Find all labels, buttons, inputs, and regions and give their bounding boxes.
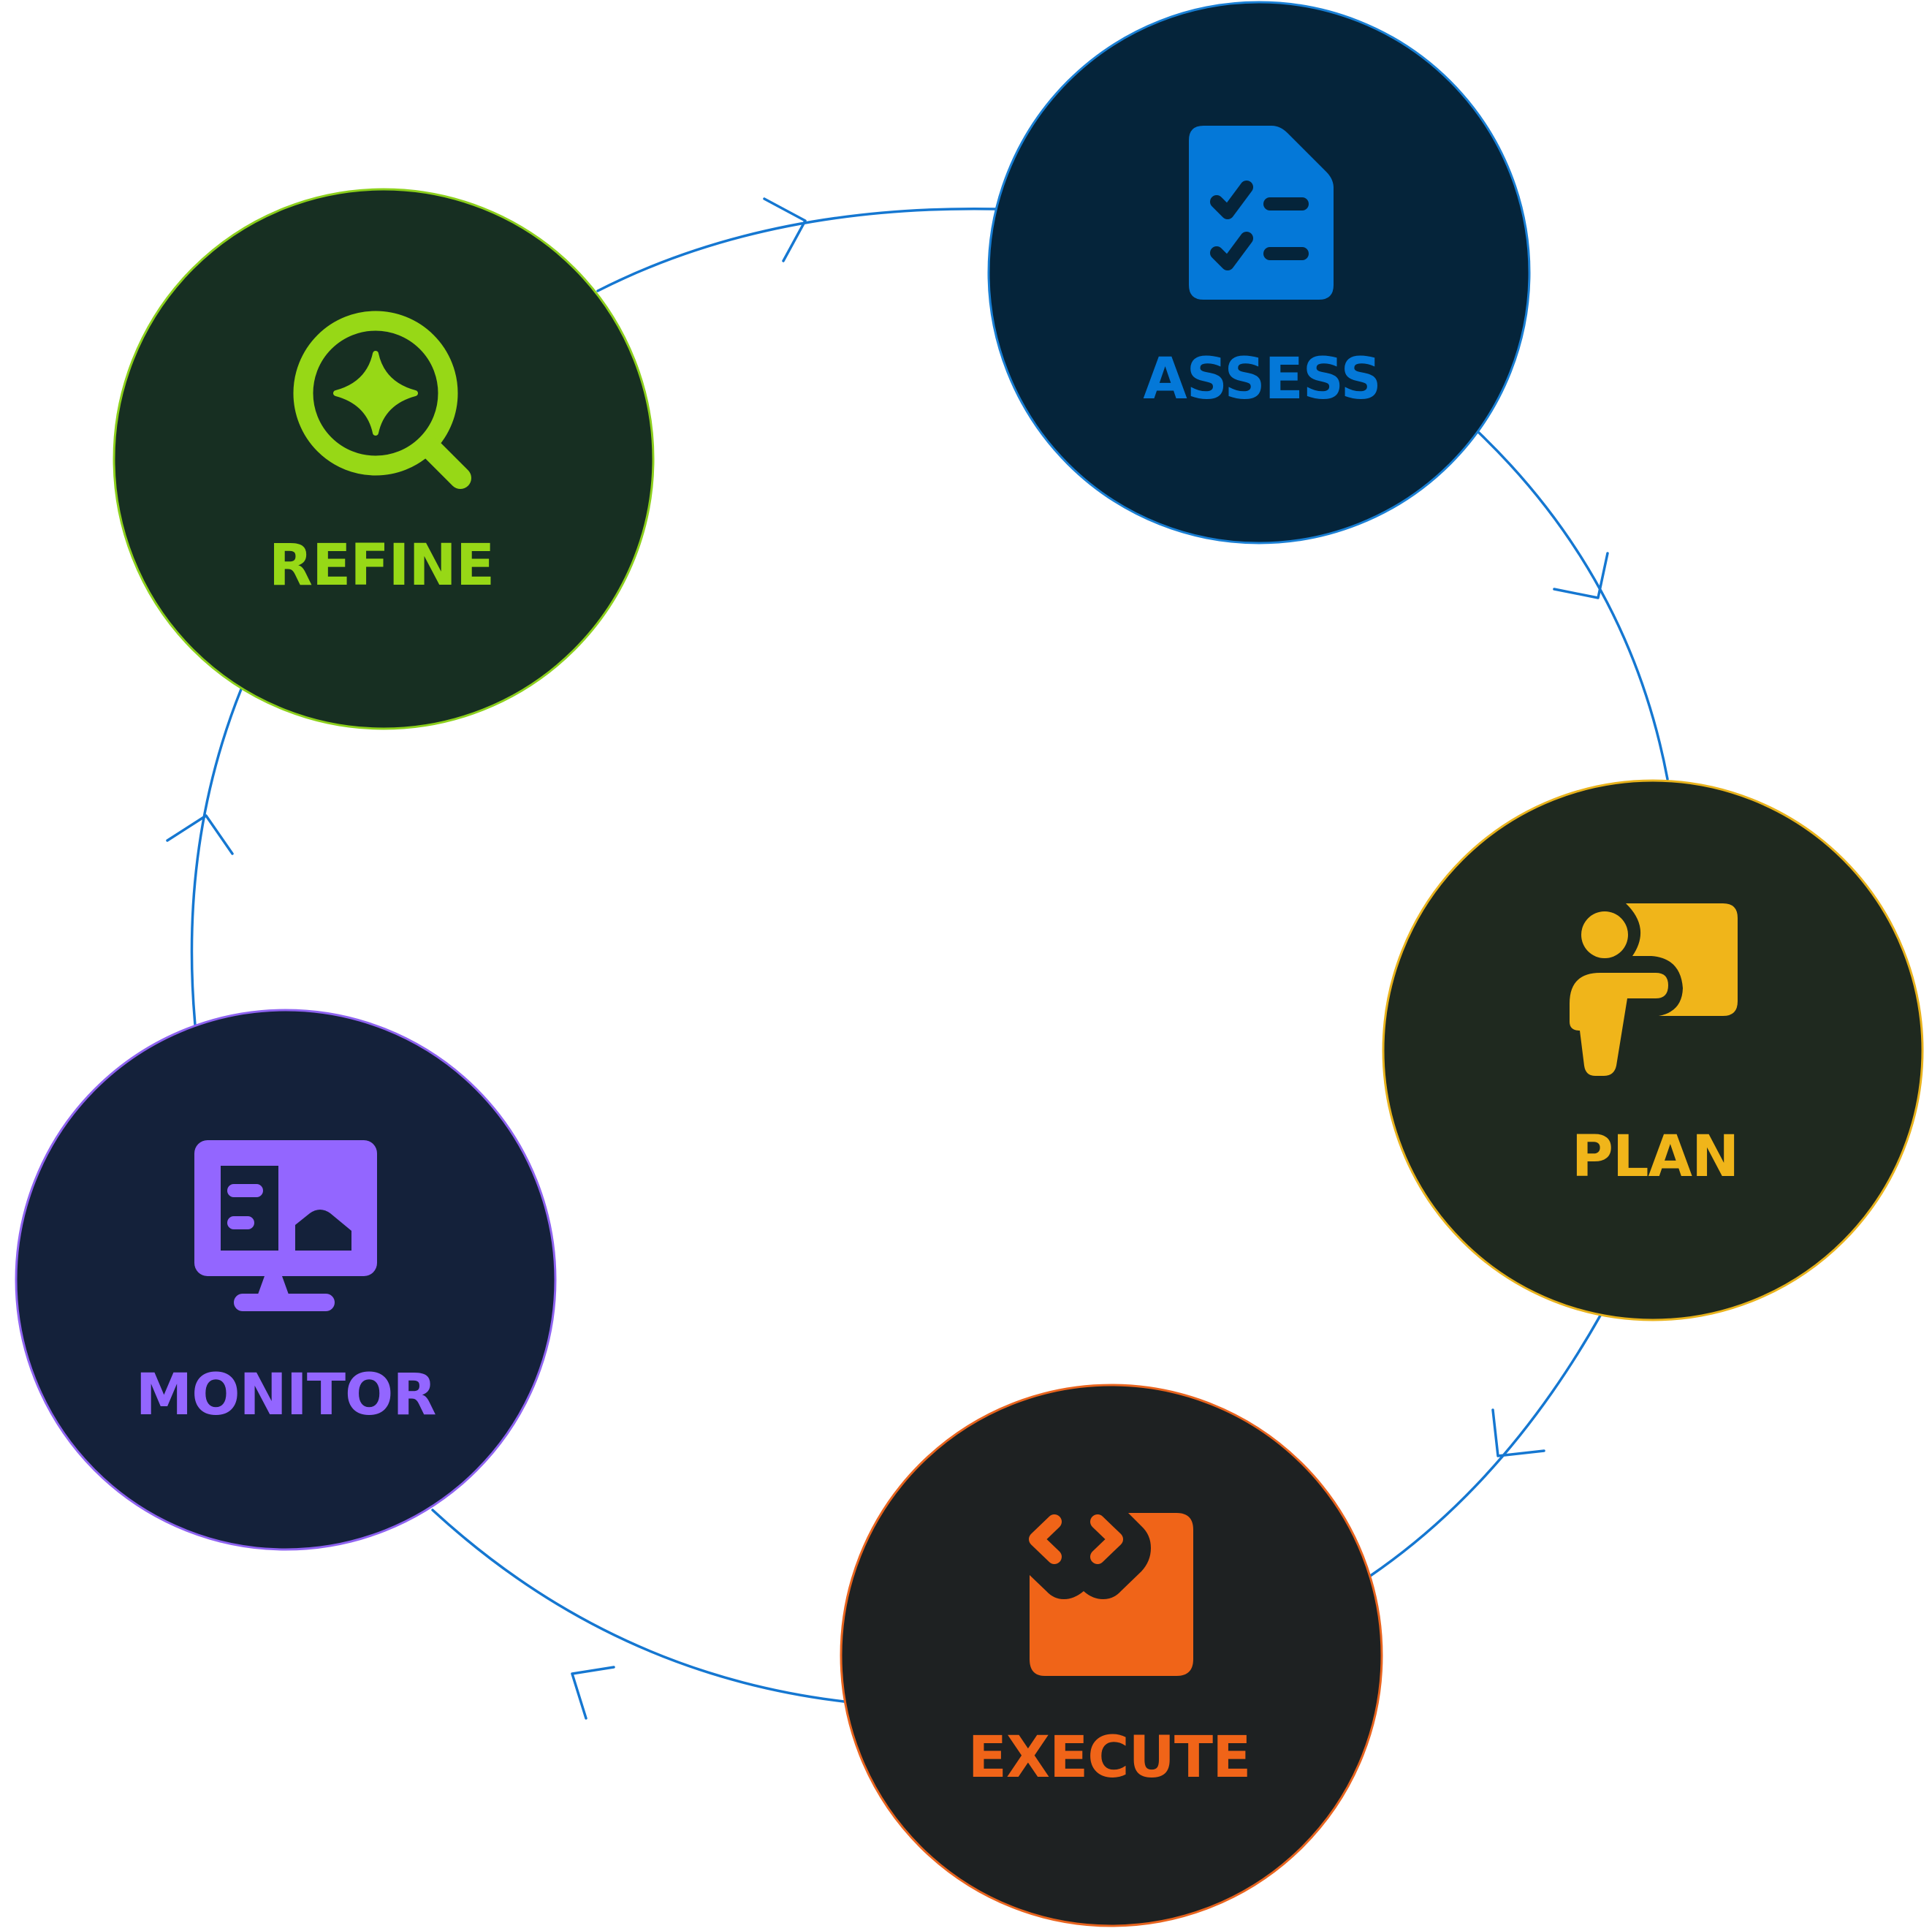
stage-monitor-label: MONITOR	[136, 1362, 436, 1428]
stage-refine-label: REFINE	[269, 533, 494, 599]
connector-plan-to-execute	[1368, 1314, 1602, 1578]
stage-assess-label: ASSESS	[1143, 346, 1380, 412]
monitor-dashboard-icon	[194, 1140, 377, 1311]
stage-execute-label: EXECUTE	[968, 1725, 1251, 1791]
stage-monitor-circle	[15, 1009, 557, 1551]
stage-monitor: MONITOR	[15, 1009, 557, 1551]
stage-plan-label: PLAN	[1572, 1124, 1739, 1190]
stage-assess: ASSESS	[987, 1, 1531, 545]
stage-plan: PLAN	[1382, 779, 1924, 1321]
connector-refine-to-assess	[596, 207, 997, 292]
connector-monitor-to-refine	[190, 688, 243, 1026]
stage-plan-circle	[1382, 779, 1924, 1321]
connector-execute-to-monitor	[431, 1509, 845, 1703]
checklist-document-icon	[1189, 126, 1334, 300]
code-window-icon	[1029, 1513, 1193, 1676]
arrowhead-plan-to-execute	[1491, 1408, 1545, 1457]
presenter-icon	[1570, 903, 1738, 1076]
stage-refine: REFINE	[113, 188, 655, 730]
connectors	[166, 197, 1669, 1720]
arrowhead-execute-to-monitor	[571, 1666, 615, 1720]
arrowhead-assess-to-plan	[1553, 552, 1609, 599]
arrowhead-monitor-to-refine	[166, 814, 234, 855]
stage-execute: EXECUTE	[840, 1384, 1383, 1927]
arrowhead-refine-to-assess	[763, 197, 807, 262]
connector-assess-to-plan	[1477, 431, 1669, 781]
sparkle-search-icon	[293, 311, 471, 489]
